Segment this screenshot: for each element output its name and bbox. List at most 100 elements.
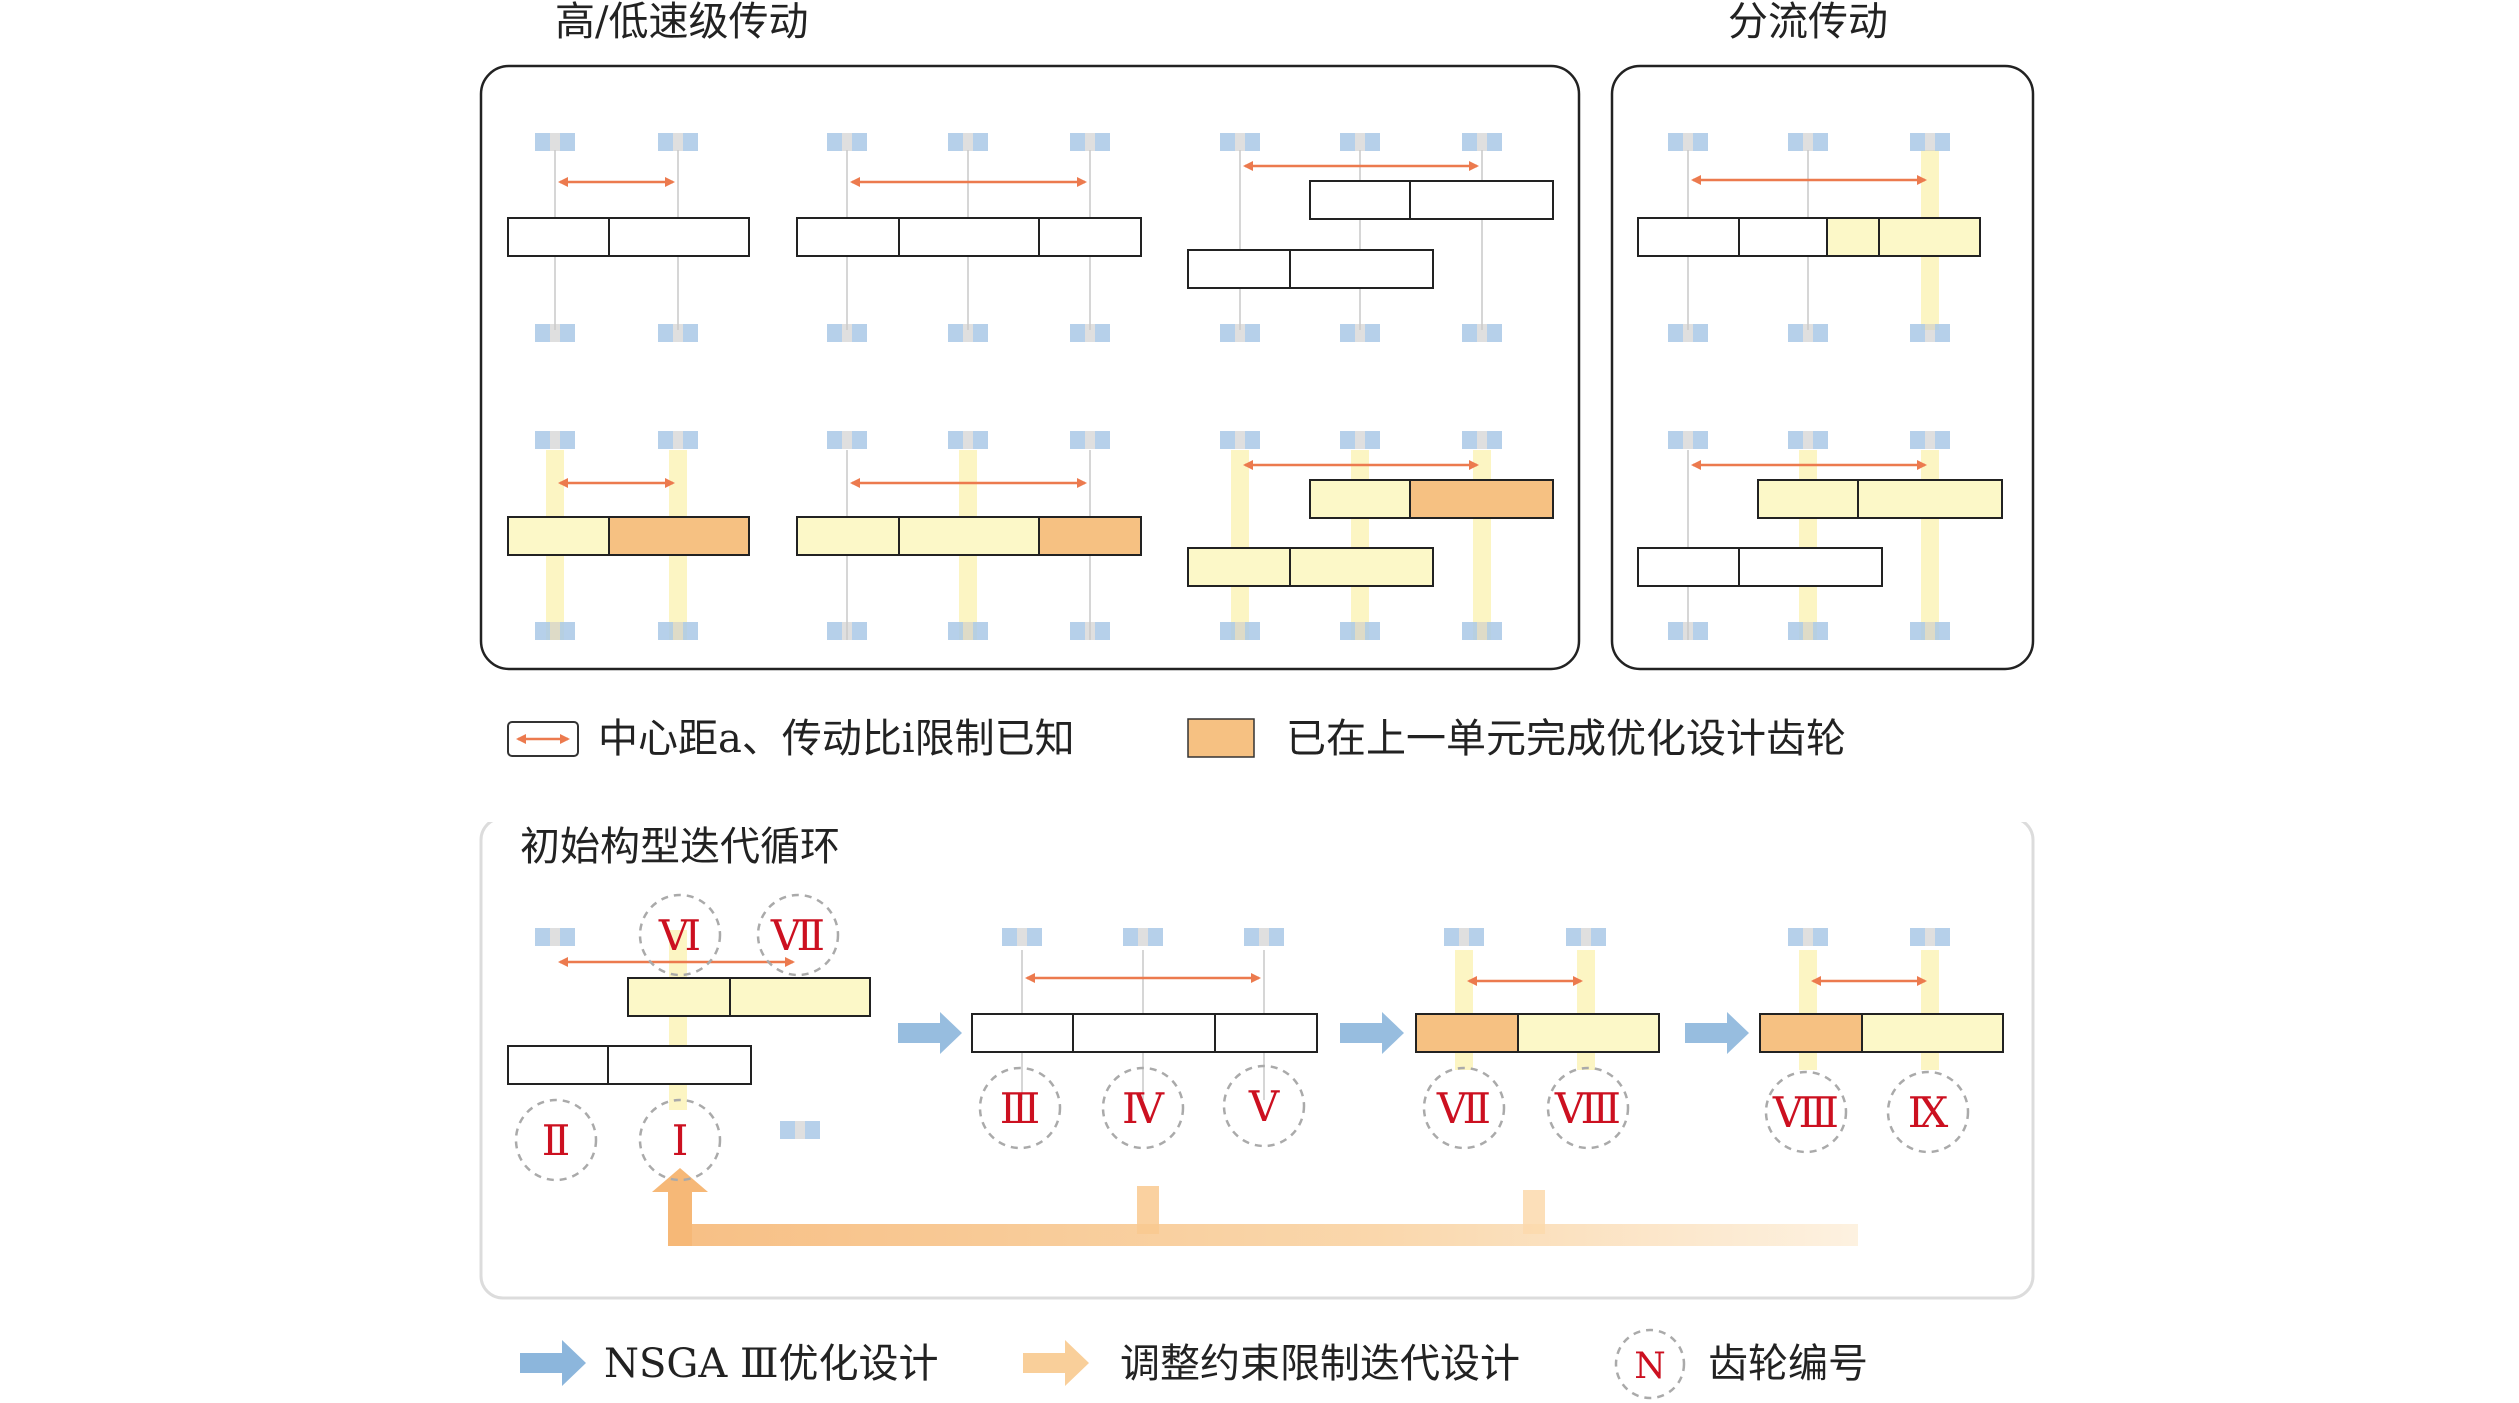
bearing	[1365, 133, 1380, 151]
bearing-core	[1355, 622, 1365, 640]
gear-block	[507, 217, 610, 257]
gear-number-circle	[1764, 1070, 1848, 1154]
bearing-core	[963, 431, 973, 449]
flow-arrows	[898, 1012, 1749, 1054]
bearing	[1668, 324, 1683, 342]
bearing	[1365, 324, 1380, 342]
gear-block	[1409, 479, 1554, 519]
bearing	[1070, 133, 1085, 151]
gear-number-g6: Ⅳ	[1122, 1084, 1165, 1133]
bearing-core	[673, 431, 683, 449]
bearing	[1340, 622, 1355, 640]
gear-number-circle	[1546, 1066, 1630, 1150]
bearing	[1340, 133, 1355, 151]
bearing-core	[1017, 928, 1027, 946]
bearing	[948, 324, 963, 342]
gear-block	[1187, 249, 1291, 289]
gear-block	[1415, 1013, 1519, 1053]
nsga-flow-arrow-1	[898, 1012, 962, 1054]
bearing	[1813, 928, 1828, 946]
bearing	[1462, 431, 1477, 449]
bearing-core	[1803, 133, 1813, 151]
bearing	[1245, 622, 1260, 640]
bearing	[683, 133, 698, 151]
bearing-core	[963, 324, 973, 342]
bearing	[1788, 431, 1803, 449]
nsga-flow-arrow-3	[1685, 1012, 1749, 1054]
bearing-core	[1477, 133, 1487, 151]
gear-block	[1861, 1013, 2004, 1053]
bearing	[1444, 928, 1459, 946]
gear-block	[1738, 547, 1883, 587]
gear-block	[1517, 1013, 1660, 1053]
title-split-transmission: 分流传动	[1728, 0, 1888, 45]
bearing	[1269, 928, 1284, 946]
bearing-core	[1235, 133, 1245, 151]
bearing	[1220, 133, 1235, 151]
bearing	[535, 324, 550, 342]
bearing	[1668, 431, 1683, 449]
bearing	[1340, 324, 1355, 342]
gear-block	[1214, 1013, 1318, 1053]
bearing	[827, 431, 842, 449]
legend-gear-number-circle	[1614, 1328, 1686, 1400]
gear-block	[1857, 479, 2003, 519]
bearing-core	[842, 133, 852, 151]
bearing	[973, 324, 988, 342]
bearing	[1365, 622, 1380, 640]
legend-optimized-text: 已在上一单元完成优化设计齿轮	[1286, 716, 1846, 762]
gear-number-g1: Ⅵ	[658, 911, 701, 960]
gear-block	[971, 1013, 1074, 1053]
bearing	[658, 622, 673, 640]
bearing-core	[673, 324, 683, 342]
bearing-core	[673, 622, 683, 640]
bearing	[948, 431, 963, 449]
gear-number-g2: Ⅶ	[770, 911, 825, 960]
bearing	[1220, 622, 1235, 640]
bearing	[1788, 928, 1803, 946]
legend-bottom: NSGA Ⅲ优化设计 调整约束限制迭代设计 N 齿轮编号	[520, 1328, 1868, 1400]
bearing	[1027, 928, 1042, 946]
bearing-core	[1235, 431, 1245, 449]
shaft	[1473, 450, 1491, 640]
bearing-core	[842, 431, 852, 449]
bearing	[1245, 133, 1260, 151]
gear-block	[1757, 479, 1859, 519]
gear-block	[1409, 180, 1554, 220]
bearing-core	[963, 133, 973, 151]
bearing	[560, 431, 575, 449]
bearing	[1813, 431, 1828, 449]
bearing	[658, 133, 673, 151]
bearing	[1462, 133, 1477, 151]
bearing	[852, 622, 867, 640]
bearing	[827, 133, 842, 151]
gear-number-g5: Ⅲ	[1000, 1084, 1041, 1133]
bearing	[1002, 928, 1017, 946]
bearing-core	[1925, 431, 1935, 449]
bearing-core	[1259, 928, 1269, 946]
gear-block	[796, 217, 900, 257]
gear-block	[1309, 180, 1411, 220]
bearing-core	[1683, 622, 1693, 640]
gear-number-g4: Ⅰ	[672, 1116, 689, 1165]
bearing	[973, 431, 988, 449]
bearing	[1693, 324, 1708, 342]
bearing	[683, 324, 698, 342]
legend-gear-number-text: 齿轮编号	[1708, 1341, 1868, 1387]
gear-number-circle	[1101, 1066, 1185, 1150]
bearing	[1365, 431, 1380, 449]
bearing	[1487, 622, 1502, 640]
title-iteration-cycle: 初始构型迭代循环	[520, 824, 840, 870]
bearing	[1910, 133, 1925, 151]
legend-gear-number-symbol: N	[1634, 1346, 1666, 1387]
bearing	[1813, 133, 1828, 151]
bearing	[1462, 324, 1477, 342]
gear-number-circle	[1222, 1064, 1306, 1148]
bearing-core	[1477, 324, 1487, 342]
shaft	[1351, 450, 1369, 640]
bearing	[1487, 133, 1502, 151]
bearing	[1469, 928, 1484, 946]
bearing	[973, 133, 988, 151]
bearing	[805, 1121, 820, 1139]
gear-block	[796, 516, 900, 556]
